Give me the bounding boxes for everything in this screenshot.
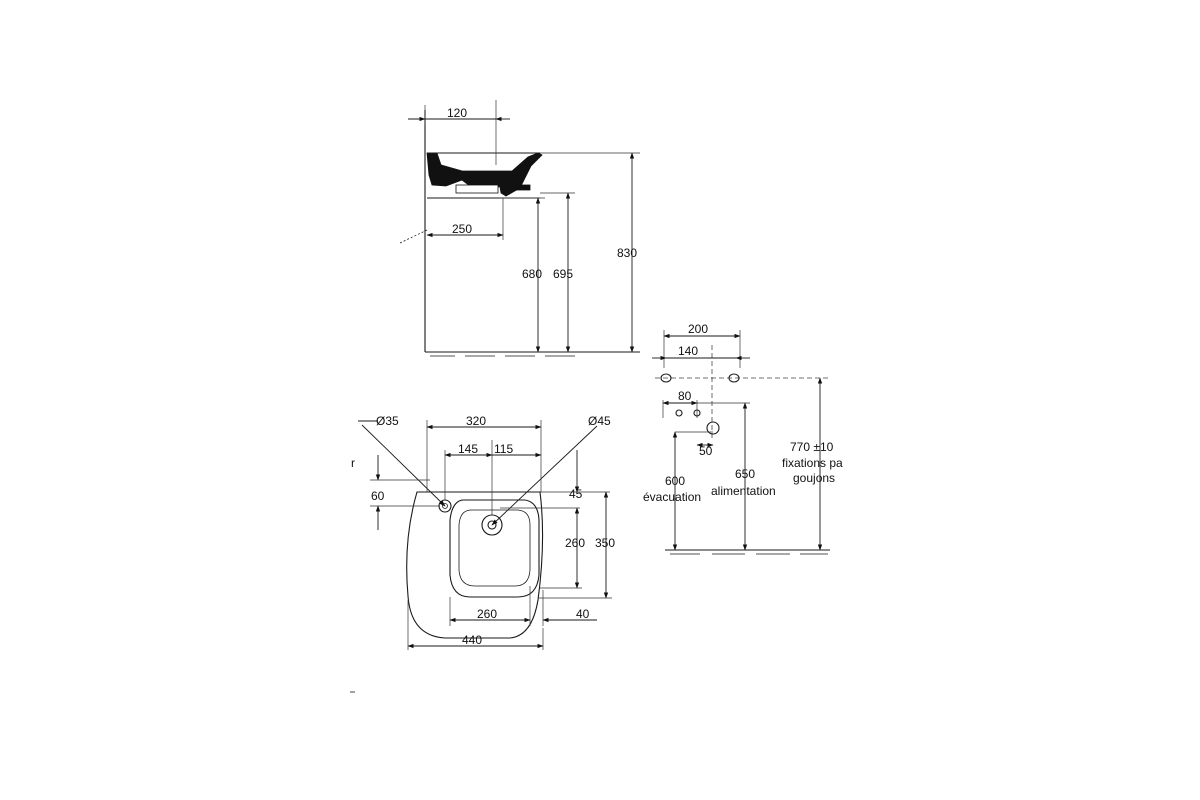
dim-60-label: 60 [371,489,385,503]
dim-695-label: 695 [553,267,573,281]
waste-trap [455,184,499,194]
plan-view: Ø35 Ø45 320 145 115 r 60 45 260 [350,414,615,693]
evacuation-label: évacuation [643,490,701,504]
dim-80-label: 80 [678,389,692,403]
dia-35-label: Ø35 [376,414,399,428]
side-view: 120 250 680 695 830 [399,100,640,357]
dia-45-label: Ø45 [588,414,611,428]
dim-680-label: 680 [522,267,542,281]
dim-830-label: 830 [617,246,637,260]
dim-650-label: 650 [735,467,755,481]
basin-bowl-outline [449,499,540,598]
basin-inner-edge [440,164,463,172]
dim-200-label: 200 [688,322,708,336]
leader-note [399,229,428,244]
supply-hole-right [693,409,701,417]
dim-115-label: 115 [494,442,513,456]
dim-770-label: 770 ±10 [790,440,834,454]
dim-250-label: 250 [452,222,472,236]
dim-600-label: 600 [665,474,685,488]
dim-145-label: 145 [458,442,478,456]
dim-440-label: 440 [462,633,482,647]
alimentation-label: alimentation [711,484,776,498]
basin-outer-outline [406,491,544,639]
dim-260-horizontal-label: 260 [477,607,497,621]
waste-pipe [515,184,531,191]
fixations-label: fixations pa [782,456,843,470]
dim-120-label: 120 [447,106,467,120]
edge-mark-r: r [351,456,355,470]
dim-260-vertical-label: 260 [565,536,585,550]
waste-hole [706,421,720,435]
dim-50-label: 50 [699,444,713,458]
dim-320-label: 320 [466,414,486,428]
dim-140-label: 140 [678,344,698,358]
dim-350-label: 350 [595,536,615,550]
goujons-label: goujons [793,471,835,485]
dim-40-label: 40 [576,607,590,621]
supply-hole-left [675,409,683,417]
basin-bowl-inner [458,509,531,587]
fixing-view: 200 140 80 50 [643,322,843,555]
dim-45-label: 45 [569,487,583,501]
